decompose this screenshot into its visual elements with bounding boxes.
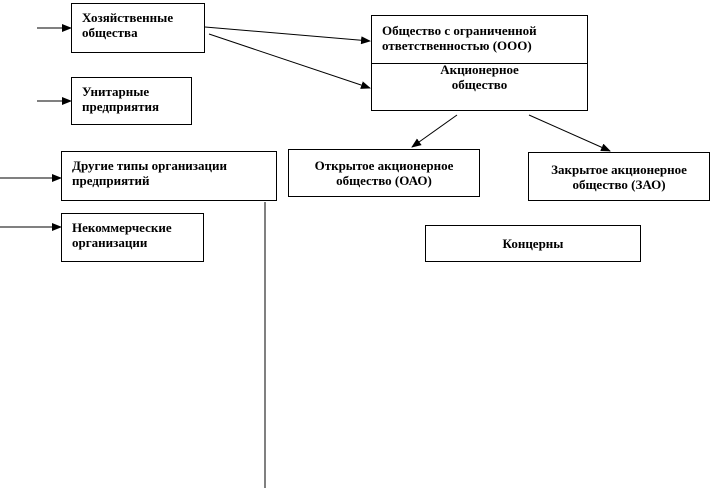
concerns-box: Концерны bbox=[425, 225, 641, 262]
arrow-economic-to-jsc bbox=[208, 33, 371, 89]
noncommercial-box: Некоммерческие организации bbox=[61, 213, 204, 262]
concerns-label: Концерны bbox=[502, 236, 564, 251]
closed-jsc-box: Закрытое акционерное общество (ЗАО) bbox=[528, 152, 710, 201]
arrow-jsc-to-open bbox=[411, 114, 458, 148]
other-types-box: Другие типы организации предприятий bbox=[61, 151, 277, 201]
jsc-label: Акционерное общество bbox=[440, 62, 519, 92]
economic-societies-box: Хозяйственные общества bbox=[71, 3, 205, 53]
unitary-enterprises-box: Унитарные предприятия bbox=[71, 77, 192, 125]
unitary-enterprises-label: Унитарные предприятия bbox=[82, 84, 160, 114]
llc-label: Общество с ограниченной ответственностью… bbox=[382, 23, 537, 53]
llc-section: Общество с ограниченной ответственностью… bbox=[372, 16, 587, 64]
arrow-economic-to-llc bbox=[204, 26, 371, 45]
open-jsc-box: Открытое акционерное общество (ОАО) bbox=[288, 149, 480, 197]
arrow-jsc-to-closed bbox=[528, 114, 611, 152]
other-types-label: Другие типы организации предприятий bbox=[72, 158, 227, 188]
economic-societies-label: Хозяйственные общества bbox=[82, 10, 174, 40]
llc-jsc-box: Общество с ограниченной ответственностью… bbox=[371, 15, 588, 111]
open-jsc-label: Открытое акционерное общество (ОАО) bbox=[314, 158, 454, 188]
closed-jsc-label: Закрытое акционерное общество (ЗАО) bbox=[551, 161, 687, 192]
noncommercial-label: Некоммерческие организации bbox=[72, 220, 172, 250]
jsc-section: Акционерное общество bbox=[372, 62, 587, 92]
